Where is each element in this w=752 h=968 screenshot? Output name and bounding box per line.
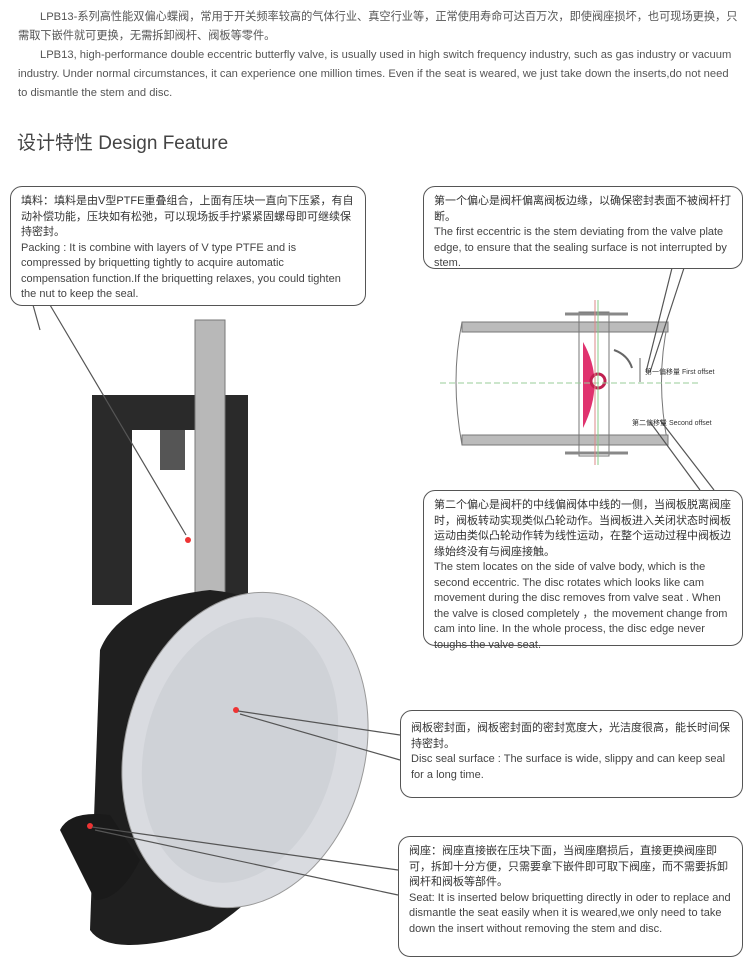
first-en: The first eccentric is the stem deviatin… bbox=[434, 226, 727, 269]
seat-en: Seat: It is inserted below briquetting d… bbox=[409, 891, 731, 935]
first-cn: 第一个偏心是阀杆偏离阀板边缘，以确保密封表面不被阀杆打断。 bbox=[434, 195, 731, 223]
callout-packing: 填料：填料是由V型PTFE重叠组合，上面有压块一直向下压紧，有自动补偿功能，压块… bbox=[10, 186, 366, 306]
callout-second-eccentric: 第二个偏心是阀杆的中线偏阀体中线的一侧，当阀板脱离阀座时，阀板转动实现类似凸轮动… bbox=[423, 490, 743, 651]
intro-en: LPB13, high-performance double eccentric… bbox=[18, 49, 732, 99]
callout-disc-seal: 阀板密封面，阀板密封面的密封宽度大，光洁度很高，能长时间保持密封。 Disc s… bbox=[400, 710, 743, 798]
second-en: The stem locates on the side of valve bo… bbox=[434, 561, 728, 651]
section-title: 设计特性 Design Feature bbox=[17, 133, 229, 154]
offset-diagram bbox=[440, 300, 700, 465]
callout-seat: 阀座：阀座直接嵌在压块下面，当阀座磨损后，直接更换阀座即可，拆卸十分方便，只需要… bbox=[398, 836, 743, 957]
seat-cn: 阀座：阀座直接嵌在压块下面，当阀座磨损后，直接更换阀座即可，拆卸十分方便，只需要… bbox=[409, 845, 728, 888]
intro-text: LPB13-系列高性能双偏心蝶阀，常用于开关频率较高的气体行业、真空行业等，正常… bbox=[18, 8, 740, 46]
intro-cn: LPB13-系列高性能双偏心蝶阀，常用于开关频率较高的气体行业、真空行业等，正常… bbox=[18, 11, 738, 42]
disc-cn: 阀板密封面，阀板密封面的密封宽度大，光洁度很高，能长时间保持密封。 bbox=[411, 722, 730, 750]
disc-en: Disc seal surface : The surface is wide,… bbox=[411, 753, 726, 781]
packing-cn: 填料：填料是由V型PTFE重叠组合，上面有压块一直向下压紧，有自动补偿功能，压块… bbox=[21, 195, 354, 238]
valve-3d bbox=[60, 319, 369, 945]
callout-first-eccentric: 第一个偏心是阀杆偏离阀板边缘，以确保密封表面不被阀杆打断。 The first … bbox=[423, 186, 743, 269]
intro-text-en: LPB13, high-performance double eccentric… bbox=[18, 46, 740, 103]
second-cn: 第二个偏心是阀杆的中线偏阀体中线的一侧，当阀板脱离阀座时，阀板转动实现类似凸轮动… bbox=[434, 499, 731, 558]
second-offset-label: 第二偏移量 Second offset bbox=[632, 420, 712, 427]
packing-en: Packing : It is combine with layers of V… bbox=[21, 241, 341, 301]
callout-leaders bbox=[32, 267, 715, 896]
first-offset-label: 第一偏移量 First offset bbox=[645, 369, 715, 376]
